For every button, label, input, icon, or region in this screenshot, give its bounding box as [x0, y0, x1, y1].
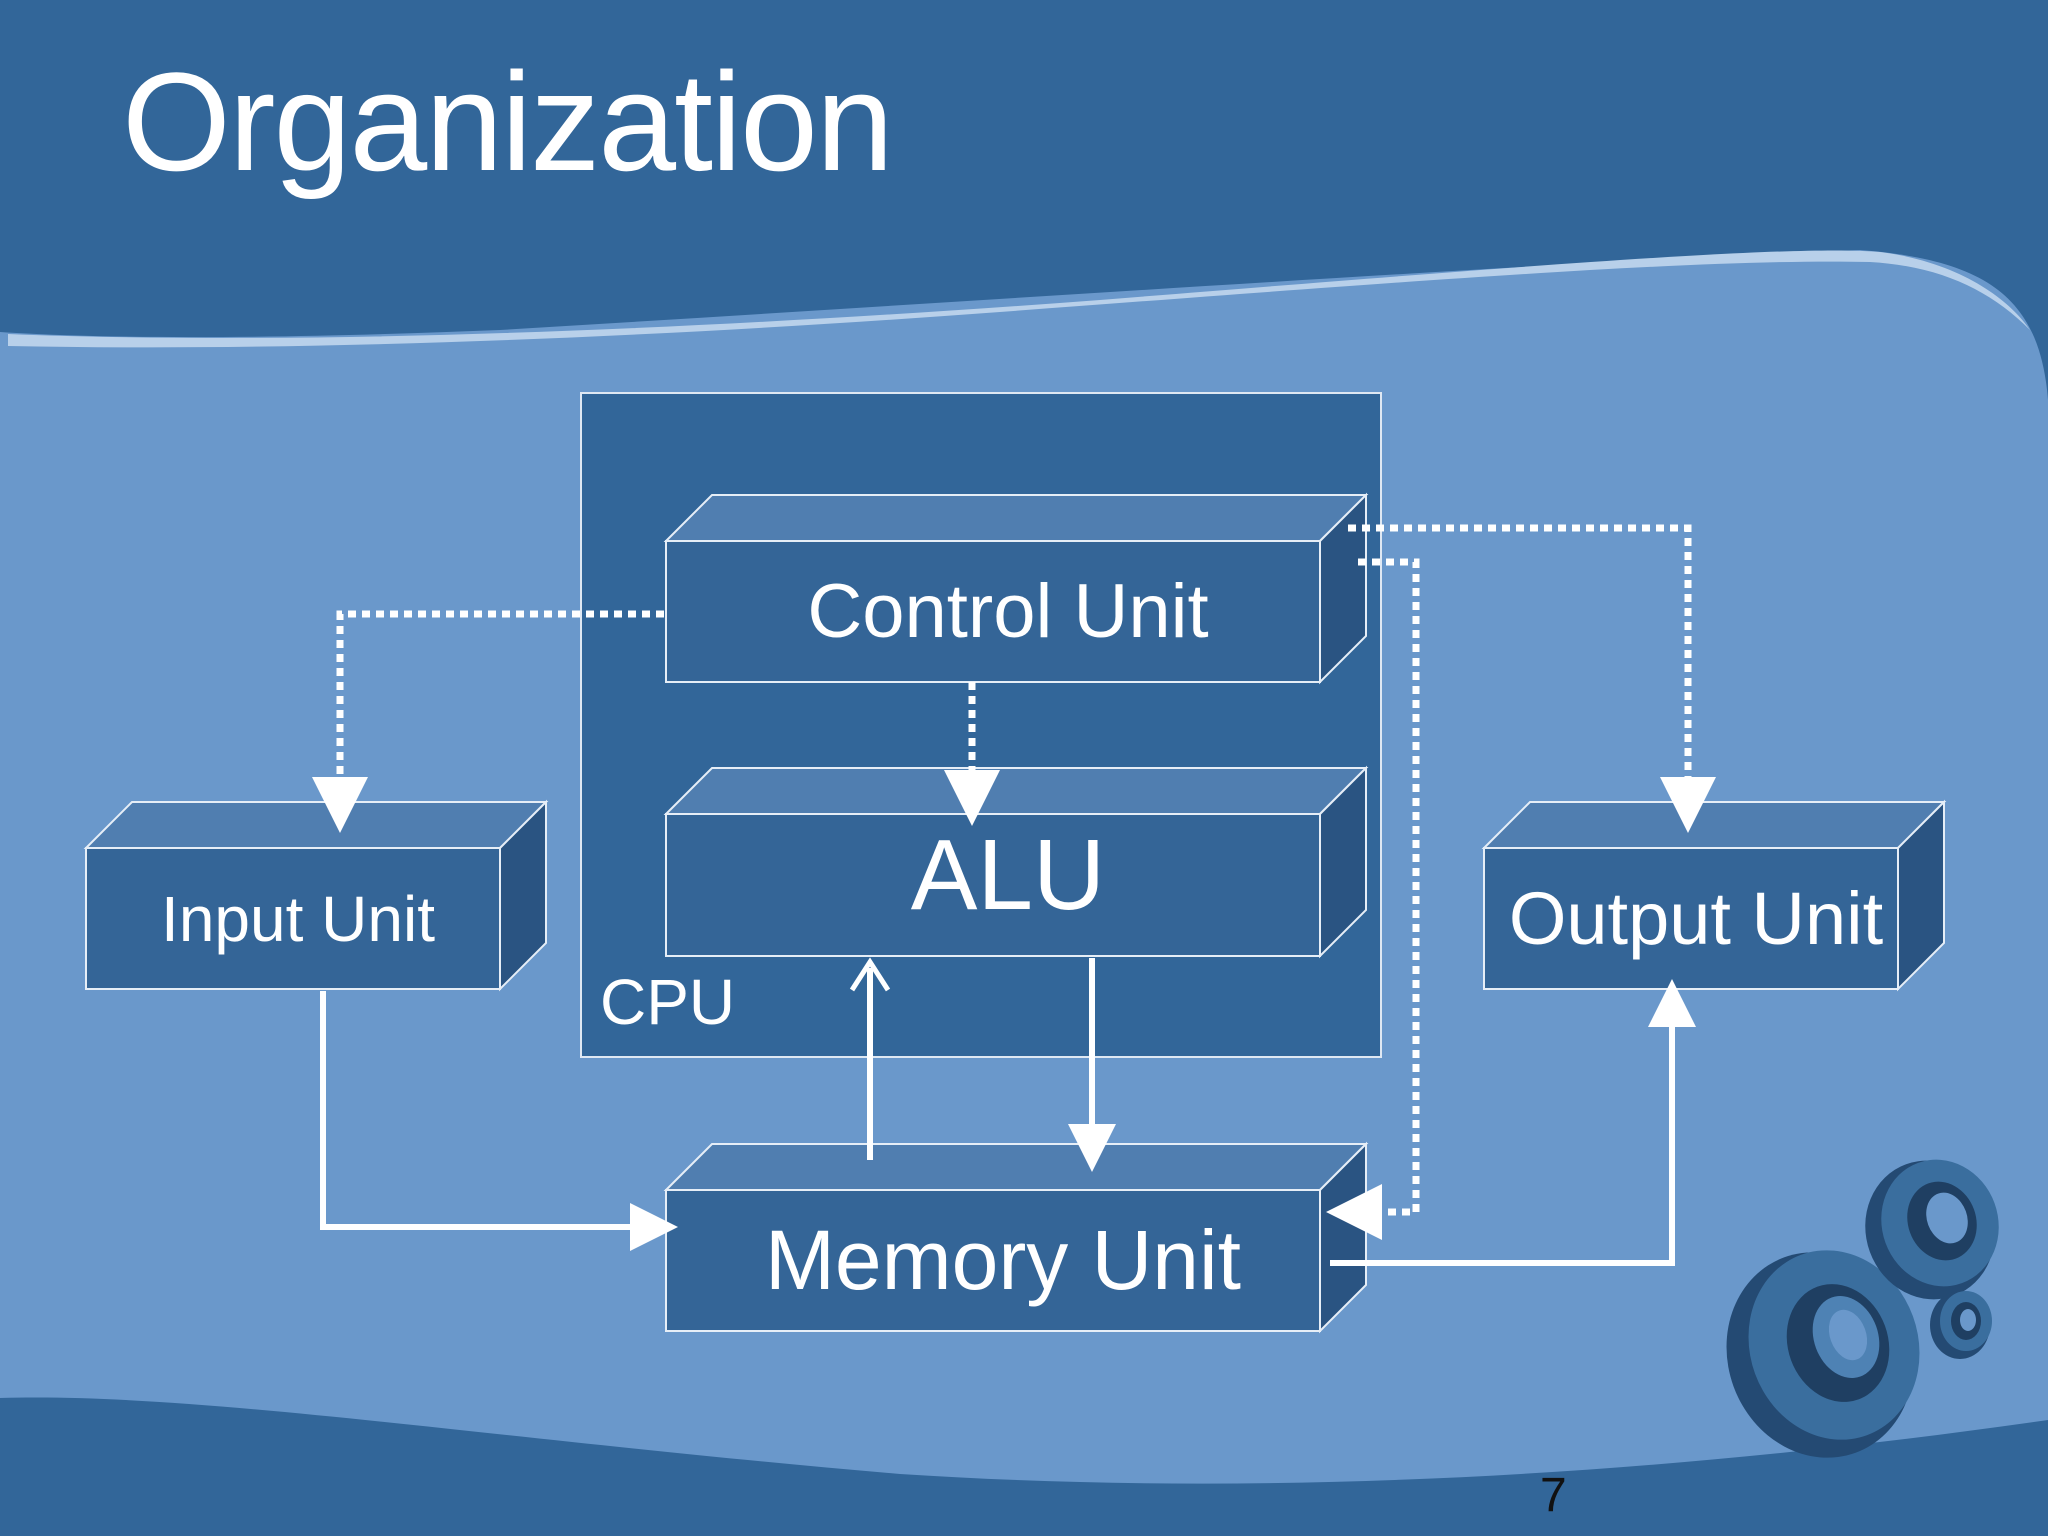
output-unit-top — [1481, 801, 1947, 849]
upper-ring — [1865, 1159, 1999, 1300]
control-to-input-line — [312, 610, 664, 833]
memory-unit-box — [663, 1141, 1369, 1334]
control-to-memory-line — [1326, 558, 1420, 1240]
output-unit-front — [1483, 847, 1899, 990]
alu-front — [665, 813, 1321, 957]
alu-label: ALU — [910, 818, 1106, 931]
control-unit-box — [663, 492, 1369, 685]
memory-unit-front — [665, 1189, 1321, 1332]
alu-top — [663, 767, 1369, 815]
page-number: 7 — [1540, 1469, 1567, 1522]
memory-to-output-line — [1330, 979, 1696, 1266]
input-unit-top — [83, 801, 549, 849]
input-unit-label: Input Unit — [161, 882, 435, 955]
memory-unit-label: Memory Unit — [764, 1213, 1242, 1307]
slide-title: Organization — [122, 43, 894, 200]
header-highlight-stripe — [8, 250, 2030, 348]
control-unit-top — [663, 494, 1369, 542]
memory-to-alu-arrowhead — [849, 957, 891, 992]
small-ring — [1930, 1291, 1992, 1359]
input-to-memory-line — [320, 991, 678, 1251]
large-ring — [1726, 1250, 1920, 1458]
cpu-label: CPU — [600, 966, 736, 1038]
decorative-rings — [1726, 1159, 1999, 1458]
input-unit-front — [85, 847, 501, 990]
input-unit-box — [83, 799, 549, 992]
footer-wave — [0, 1397, 2048, 1536]
memory-unit-top — [663, 1143, 1369, 1191]
alu-box — [663, 765, 1369, 959]
control-unit-front — [665, 540, 1321, 683]
control-to-output-line — [1348, 524, 1716, 833]
control-unit-label: Control Unit — [807, 569, 1209, 654]
output-unit-label: Output Unit — [1508, 877, 1884, 960]
header-wave — [0, 0, 2048, 400]
